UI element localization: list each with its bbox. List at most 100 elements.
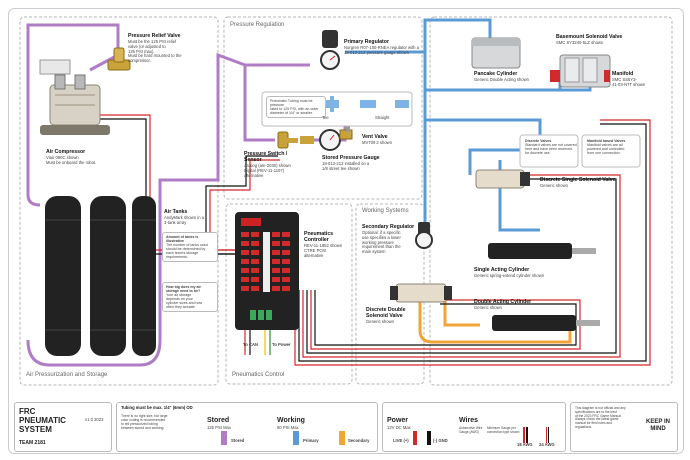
- manifold-valves-note-box: [581, 134, 641, 168]
- stored-pressure-gauge-icon: [300, 129, 341, 151]
- tubing-note-line: rated to 125 PSI, with an outer: [270, 107, 319, 111]
- relief-valve-line: Must be the 125 PSI relief: [128, 38, 177, 44]
- awg18-swatch: [523, 427, 525, 443]
- tubing-detail-line: between stored and working.: [121, 425, 165, 430]
- double-acting-cylinder-icon: [492, 315, 600, 331]
- legend-awg24: 24 AWG: [539, 442, 555, 447]
- manifold-note-line: Manifold based Valves: [587, 139, 626, 143]
- tubing-rule: Tubing must be max. 1/4" (6mm) OD: [121, 405, 193, 410]
- compressor-label: Air Compressor Viair 090C shown Must be …: [46, 149, 136, 166]
- legend-live: LIVE (+): [393, 438, 409, 443]
- title-block: FRC PNEUMATIC SYSTEM v1.0 2023 TEAM 2181: [14, 402, 112, 452]
- discrete-note-line: Discrete Valves: [525, 139, 552, 143]
- keep-in-mind: KEEP IN MIND: [646, 419, 670, 432]
- pneumatics-control-region: [225, 203, 353, 385]
- basemount-label: Basemount Solenoid Valve SMC SY3240-5LZ …: [556, 34, 666, 46]
- manifold-note-line: from one connection.: [587, 151, 621, 155]
- poster-version: v1.0 2023: [85, 417, 104, 422]
- legend-primary: Primary: [303, 438, 319, 443]
- secondary-regulator-title: Secondary Regulator: [362, 224, 415, 230]
- legend-stored-sub: 125 PSI Max: [207, 425, 231, 430]
- discrete-note-line: Standard valves are not covered: [525, 143, 577, 147]
- stored-gauge-line: 18-013-212 installed on a: [322, 160, 370, 166]
- electrical-legend: Power 12V DC Max LIVE (+) (-) GND Wires …: [382, 402, 566, 452]
- single-solenoid-title: Discrete Single Solenoid Valve: [540, 177, 616, 183]
- single-solenoid-label: Discrete Single Solenoid Valve Generic s…: [540, 177, 620, 189]
- air-tanks-line: AndyMark shown in a: [164, 214, 205, 220]
- disclaimer-line: of the 2023 FRC Game Manual.: [575, 413, 622, 418]
- fittings-icon: [325, 96, 409, 112]
- primary-regulator-line: Norgren R07-100-RNEA regulator with a: [344, 44, 419, 50]
- tubing-note: Pneumatic Tubing must be pressure rated …: [266, 96, 326, 118]
- discrete-note-line: for discrete use.: [525, 151, 551, 155]
- manifold-note-line: powered and controlled: [587, 147, 625, 151]
- single-cylinder-line: Generic spring-extend cylinder shown: [474, 272, 545, 278]
- relief-valve-line: compressor.: [128, 58, 151, 64]
- tubing-legend: Tubing must be max. 1/4" (6mm) OD There …: [116, 402, 378, 452]
- manifold-line: 41-03-N7T shown: [612, 81, 646, 87]
- legend-gnd: (-) GND: [433, 438, 448, 443]
- live-swatch: [413, 431, 417, 445]
- air-tanks-label: Air Tanks AndyMark shown in a 3-tank arr…: [164, 209, 216, 226]
- relief-valve-line: 125 PSI max).: [128, 48, 155, 54]
- tanks-note-line: illustrative: [166, 239, 184, 243]
- relief-valve-title: Pressure Relief Valve: [128, 33, 181, 39]
- basemount-line: SMC SY3240-5LZ shown: [556, 39, 604, 45]
- pressure-switch-line: Digital (REV-11-1107): [244, 167, 285, 173]
- manifold-icon: [550, 54, 611, 88]
- section-pressure-regulation: Pressure Regulation: [230, 22, 285, 28]
- compressor-title: Air Compressor: [46, 149, 86, 155]
- legend-working: Working: [277, 417, 305, 424]
- air-compressor-icon: [39, 59, 110, 135]
- double-solenoid-valve-icon: [390, 283, 452, 303]
- pneumatics-controller-icon: [235, 212, 299, 330]
- secondary-regulator-icon: [415, 222, 433, 249]
- tanks-note-line: should be determined by: [166, 247, 206, 251]
- manifold-note: Manifold based Valves Manifold valves ar…: [584, 137, 642, 157]
- awg24-swatch-gnd: [548, 427, 549, 443]
- relief-valve-line: valve (or adjusted to: [128, 43, 166, 49]
- air-pressurization-region: [19, 16, 219, 386]
- primary-regulator-line: 18-013-212 pressure gauge shown: [344, 49, 409, 55]
- fitting-label-straight: Straight: [375, 115, 390, 120]
- discrete-valves-note-box: [519, 134, 579, 168]
- double-cylinder-label: Double Acting Cylinder Generic shown: [474, 299, 574, 311]
- double-cylinder-title: Double Acting Cylinder: [474, 299, 532, 305]
- pcm-line: alternative: [304, 252, 324, 258]
- single-solenoid-line: Generic shown: [540, 182, 568, 188]
- compressor-line: Must be onboard the robot.: [46, 159, 97, 165]
- secondary-regulator-line: Optional: if a specific: [362, 229, 401, 235]
- to-power-label: To Power: [272, 342, 291, 347]
- secondary-regulator-line: working pressure: [362, 239, 394, 245]
- secondary-regulator-label: Secondary Regulator Optional: if a speci…: [362, 224, 416, 255]
- pancake-line: Generic Double Acting shown: [474, 76, 529, 82]
- legend-awg18: 18 AWG: [517, 442, 533, 447]
- fitting-label-tee: Tee: [322, 115, 329, 120]
- single-cylinder-label: Single Acting Cylinder Generic spring-ex…: [474, 267, 594, 279]
- vent-valve-label: Vent Valve MV709 2 shown: [362, 134, 420, 146]
- disclaimer-line: regulations.: [575, 424, 593, 429]
- air-tanks-line: 3-tank array: [164, 219, 187, 225]
- tanks-note: Amount of tanks is illustrative The numb…: [162, 232, 218, 262]
- pressure-switch-label: Pressure Switch / Sensor Analog (am-2030…: [244, 151, 304, 178]
- tanks-question-note: How big does my air storage need to be? …: [162, 282, 218, 312]
- tubing-note-line: Pneumatic Tubing must be pressure: [270, 99, 313, 107]
- manifold-line: SMC SS5Y3-: [612, 76, 637, 82]
- tanks-question-line: How big does my air: [166, 285, 201, 289]
- double-solenoid-label: Discrete Double Solenoid Valve Generic s…: [366, 307, 426, 325]
- tubing-note-line: diameter of 1/4" or smaller.: [270, 111, 313, 115]
- stored-gauge-label: Stored Pressure Gauge 18-013-212 install…: [322, 155, 396, 172]
- manifold-title: Manifold: [612, 71, 634, 77]
- pressure-regulation-region: [223, 16, 423, 200]
- disclaimer-line: specifications are to the best: [575, 409, 617, 414]
- to-can-label: To CAN: [243, 342, 259, 347]
- pcm-line: CTRE PCM: [304, 247, 326, 253]
- pressure-switch-line: Analog (am-2030) shown: [244, 162, 291, 168]
- air-tanks-icon: [45, 196, 156, 356]
- poster-title: FRC PNEUMATIC SYSTEM: [19, 407, 66, 435]
- basemount-title: Basemount Solenoid Valve: [556, 34, 623, 40]
- section-air-pressurization: Air Pressurization and Storage: [26, 372, 108, 378]
- discrete-note: Discrete Valves Standard valves are not …: [522, 137, 580, 157]
- secondary-tubing: [418, 285, 572, 344]
